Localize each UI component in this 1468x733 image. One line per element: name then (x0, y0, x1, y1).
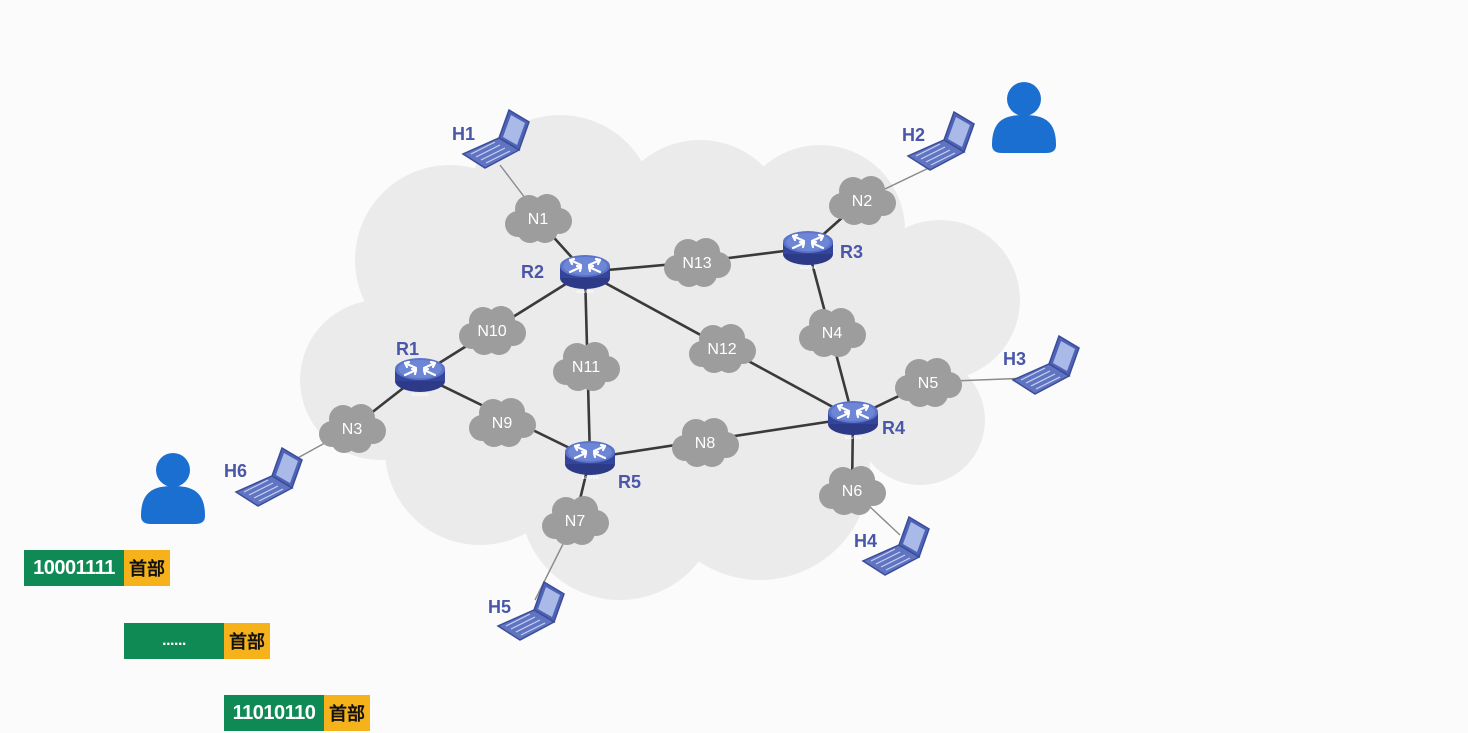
network-label: N10 (477, 323, 506, 340)
router-icon (826, 399, 880, 437)
router-label: R3 (840, 242, 863, 262)
networks: N1 N2 N3 N4 N5 N6 N7 N8 (319, 176, 962, 545)
router-r3[interactable]: ROUTER R3 (781, 229, 863, 270)
router-tag: ROUTER (412, 392, 429, 397)
host-label: H4 (854, 531, 877, 551)
packet-header: 首部 (224, 623, 270, 659)
host-label: H6 (224, 461, 247, 481)
network-label: N4 (822, 325, 843, 342)
hosts: H1 H2 H3 H4 H5 H6 (224, 109, 1080, 641)
network-label: N11 (572, 359, 600, 376)
network-label: N7 (565, 513, 586, 530)
packet-3: 11010110 首部 (224, 695, 370, 731)
person-icon (141, 453, 205, 524)
network-n1: N1 (505, 194, 572, 243)
packet-payload: 10001111 (24, 550, 124, 586)
network-n6: N6 (819, 466, 886, 515)
host-h2[interactable]: H2 (902, 111, 975, 171)
network-n5: N5 (895, 358, 962, 407)
routers: ROUTER R1 ROUTER R2 ROUTER R3 ROUTER R4 … (393, 229, 905, 492)
router-r2[interactable]: ROUTER R2 (521, 253, 612, 294)
network-n8: N8 (672, 418, 739, 467)
router-r1[interactable]: ROUTER R1 (393, 339, 447, 397)
router-r5[interactable]: ROUTER R5 (563, 439, 641, 492)
host-h4[interactable]: H4 (854, 516, 930, 576)
network-label: N1 (528, 211, 549, 228)
router-icon (558, 253, 612, 291)
network-n12: N12 (689, 324, 756, 373)
host-h5[interactable]: H5 (488, 581, 565, 641)
router-tag: ROUTER (577, 289, 594, 294)
network-n7: N7 (542, 496, 609, 545)
packet-payload: ...... (124, 623, 224, 659)
packet-1: 10001111 首部 (24, 550, 170, 586)
router-icon (563, 439, 617, 477)
router-icon (393, 356, 447, 394)
network-n10: N10 (459, 306, 526, 355)
host-label: H3 (1003, 349, 1026, 369)
host-label: H1 (452, 124, 475, 144)
host-h6[interactable]: H6 (224, 447, 303, 507)
network-n9: N9 (469, 398, 536, 447)
router-tag: ROUTER (845, 435, 862, 440)
host-label: H2 (902, 125, 925, 145)
network-label: N3 (342, 421, 363, 438)
network-n11: N11 (553, 342, 620, 391)
host-label: H5 (488, 597, 511, 617)
network-n3: N3 (319, 404, 386, 453)
router-label: R4 (882, 418, 905, 438)
network-label: N6 (842, 483, 863, 500)
router-icon (781, 229, 835, 267)
network-n2: N2 (829, 176, 896, 225)
packet-payload: 11010110 (224, 695, 324, 731)
network-label: N12 (707, 341, 736, 358)
router-label: R1 (396, 339, 419, 359)
packet-header: 首部 (124, 550, 170, 586)
network-n4: N4 (799, 308, 866, 357)
router-tag: ROUTER (582, 475, 599, 480)
router-r4[interactable]: ROUTER R4 (826, 399, 905, 440)
packet-2: ...... 首部 (124, 623, 270, 659)
network-n13: N13 (664, 238, 731, 287)
host-h3[interactable]: H3 (1003, 335, 1080, 395)
network-label: N9 (492, 415, 513, 432)
router-label: R2 (521, 262, 544, 282)
router-tag: ROUTER (800, 265, 817, 270)
network-label: N2 (852, 193, 873, 210)
network-label: N5 (918, 375, 939, 392)
network-label: N13 (682, 255, 711, 272)
router-label: R5 (618, 472, 641, 492)
person-icon (992, 82, 1056, 153)
internet-cloud (300, 115, 1020, 600)
packet-header: 首部 (324, 695, 370, 731)
host-h1[interactable]: H1 (452, 109, 530, 169)
network-label: N8 (695, 435, 716, 452)
